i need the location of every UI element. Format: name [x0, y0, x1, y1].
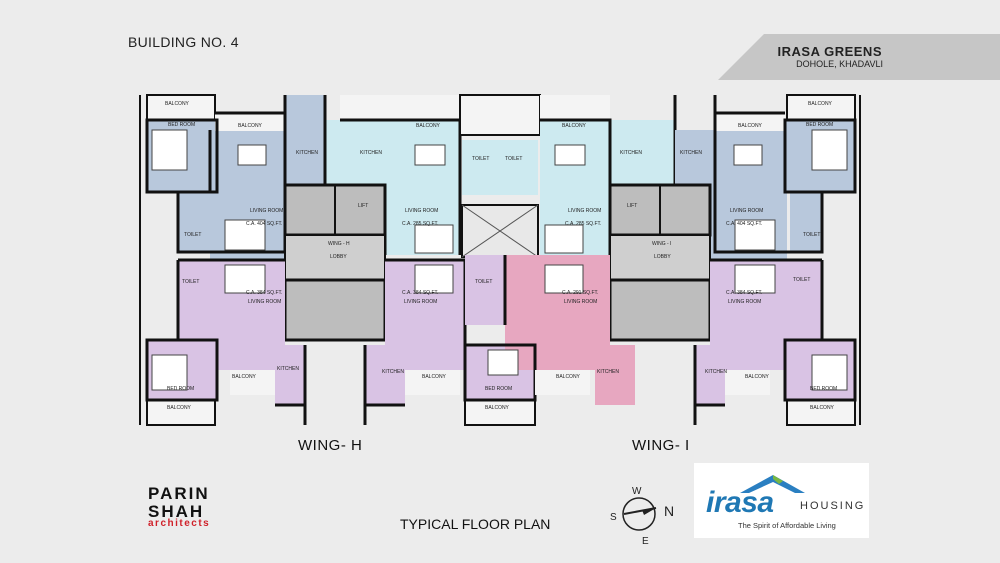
label-kitchen: KITCHEN: [705, 369, 727, 375]
compass-icon: W S N E: [610, 486, 674, 547]
svg-text:E: E: [642, 536, 649, 547]
svg-text:W: W: [632, 486, 642, 497]
label-kitchen: KITCHEN: [680, 150, 702, 156]
core-wing-i: [608, 183, 712, 342]
label-toilet: TOILET: [793, 277, 810, 283]
label-balcony: BALCONY: [167, 405, 192, 411]
project-banner: [718, 34, 1000, 80]
label-ca: C.A. 404 SQ.FT.: [246, 221, 282, 227]
architect-logo-line3: architects: [148, 518, 211, 529]
label-kitchen: KITCHEN: [597, 369, 619, 375]
label-bedroom: BED ROOM: [810, 386, 837, 392]
label-living-room: LIVING ROOM: [405, 208, 438, 214]
core-wing-h: [283, 183, 387, 342]
label-ca: C.A. 291 SQ.FT.: [562, 290, 598, 296]
label-balcony: BALCONY: [556, 374, 581, 380]
label-toilet: TOILET: [182, 279, 199, 285]
label-balcony: BALCONY: [416, 123, 441, 129]
label-toilet: TOILET: [472, 156, 489, 162]
label-living-room: LIVING ROOM: [248, 299, 281, 305]
label-living-room: LIVING ROOM: [728, 299, 761, 305]
label-ca: C.A. 285 SQ.FT.: [565, 221, 601, 227]
label-wing-i-core: WING - I: [652, 241, 671, 247]
roof-icon: [740, 475, 805, 493]
label-bedroom: BED ROOM: [167, 386, 194, 392]
label-balcony: BALCONY: [738, 123, 763, 129]
label-ca: C.A. 404 SQ.FT.: [726, 221, 762, 227]
plan-caption: TYPICAL FLOOR PLAN: [400, 516, 551, 532]
label-ca: C.A. 384 SQ.FT.: [402, 290, 438, 296]
wing-h-label: WING- H: [298, 437, 363, 454]
label-lobby: LOBBY: [654, 254, 671, 260]
project-location: DOHOLE, KHADAVLI: [796, 59, 883, 69]
project-name: IRASA GREENS: [777, 44, 882, 59]
label-balcony: BALCONY: [422, 374, 447, 380]
unit-h-lower-mid: [363, 258, 467, 425]
label-ca: C.A. 384 SQ.FT.: [726, 290, 762, 296]
label-balcony: BALCONY: [808, 101, 833, 107]
label-balcony: BALCONY: [562, 123, 587, 129]
label-toilet: TOILET: [475, 279, 492, 285]
label-living-room: LIVING ROOM: [730, 208, 763, 214]
building-title: BUILDING NO. 4: [128, 34, 239, 50]
brand-suffix: HOUSING: [800, 500, 866, 512]
label-living-room: LIVING ROOM: [564, 299, 597, 305]
label-kitchen: KITCHEN: [296, 150, 318, 156]
svg-text:S: S: [610, 512, 617, 523]
label-toilet: TOILET: [505, 156, 522, 162]
label-bedroom: BED ROOM: [485, 386, 512, 392]
unit-h-lower-left: [145, 258, 307, 426]
wing-i-label: WING- I: [632, 437, 690, 454]
label-bedroom: BED ROOM: [168, 122, 195, 128]
svg-text:N: N: [664, 503, 674, 519]
unit-h-upper-left: [145, 94, 325, 260]
irasa-logo: [694, 463, 869, 538]
brand-tagline: The Spirit of Affordable Living: [738, 521, 836, 530]
label-balcony: BALCONY: [238, 123, 263, 129]
label-toilet: TOILET: [184, 232, 201, 238]
unit-i-lower-right: [693, 258, 857, 426]
label-balcony: BALCONY: [165, 101, 190, 107]
label-ca: C.A. 285 SQ.FT.: [402, 221, 438, 227]
label-balcony: BALCONY: [810, 405, 835, 411]
label-kitchen: KITCHEN: [277, 366, 299, 372]
label-living-room: LIVING ROOM: [568, 208, 601, 214]
label-kitchen: KITCHEN: [620, 150, 642, 156]
label-kitchen: KITCHEN: [360, 150, 382, 156]
brand-name: irasa: [706, 486, 774, 519]
label-wing-h-core: WING - H: [328, 241, 350, 247]
label-balcony: BALCONY: [745, 374, 770, 380]
label-living-room: LIVING ROOM: [250, 208, 283, 214]
label-balcony: BALCONY: [485, 405, 510, 411]
architect-logo-line2: SHAH: [148, 502, 205, 521]
label-lobby: LOBBY: [330, 254, 347, 260]
label-toilet: TOILET: [803, 232, 820, 238]
label-living-room: LIVING ROOM: [404, 299, 437, 305]
label-balcony: BALCONY: [232, 374, 257, 380]
unit-i-lower-mid: [535, 345, 635, 405]
architect-logo-line1: PARIN: [148, 484, 210, 503]
central-toilets: [459, 94, 541, 258]
label-lift: LIFT: [358, 203, 368, 209]
label-ca: C.A. 384 SQ.FT.: [246, 290, 282, 296]
label-lift: LIFT: [627, 203, 637, 209]
label-bedroom: BED ROOM: [806, 122, 833, 128]
label-kitchen: KITCHEN: [382, 369, 404, 375]
